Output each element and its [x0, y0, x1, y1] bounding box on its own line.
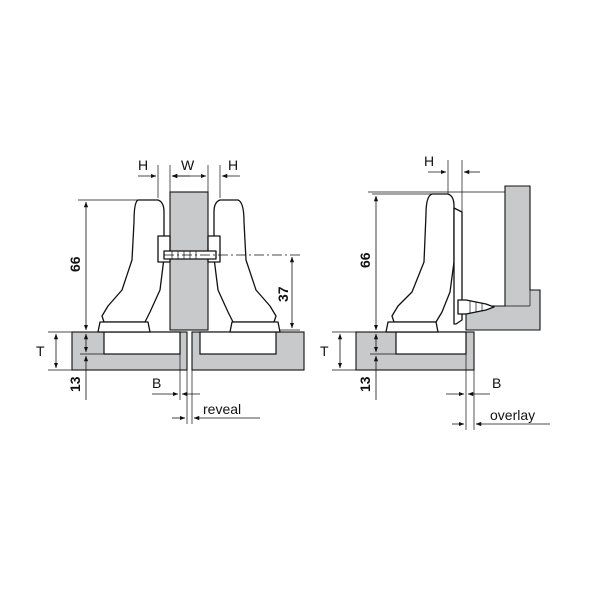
- left-dim-37-label: 37: [275, 286, 291, 302]
- right-hinge-base: [385, 321, 439, 333]
- right-hinge-arm: [391, 193, 455, 323]
- left-hinge-arm-a: [101, 199, 165, 323]
- left-dim-reveal-label: reveal: [203, 401, 241, 417]
- left-hinge-cup-b: [199, 331, 277, 355]
- right-dim-b-label: B: [492, 375, 501, 391]
- left-dim-t-label: T: [36, 343, 45, 359]
- right-dim-h-label: H: [424, 153, 434, 169]
- left-hinge-cup-a: [103, 331, 181, 355]
- right-dim-13-label: 13: [357, 376, 373, 392]
- right-overlay-hinge-view: H 66 T 13 B overlay: [320, 153, 550, 430]
- left-hinge-base-a: [97, 321, 151, 333]
- left-dim-13-label: 13: [67, 376, 83, 392]
- left-dim-w-label: W: [181, 157, 195, 173]
- left-dim-h-label-b: H: [228, 157, 238, 173]
- right-dim-t-label: T: [320, 343, 329, 359]
- right-hinge-cup: [395, 331, 467, 355]
- left-inset-hinge-view: H W H 66 37 T 13 B: [36, 157, 305, 424]
- left-dim-66-label: 66: [67, 256, 83, 272]
- left-hinge-arm-b: [213, 199, 277, 323]
- left-hinge-base-b: [229, 321, 281, 333]
- left-dim-b-label: B: [152, 375, 161, 391]
- right-dim-66-label: 66: [357, 252, 373, 268]
- right-dim-overlay-label: overlay: [490, 407, 535, 423]
- right-mounting-plate: [453, 207, 463, 325]
- left-center-panel: [169, 191, 209, 331]
- left-dim-h-label-a: H: [138, 157, 148, 173]
